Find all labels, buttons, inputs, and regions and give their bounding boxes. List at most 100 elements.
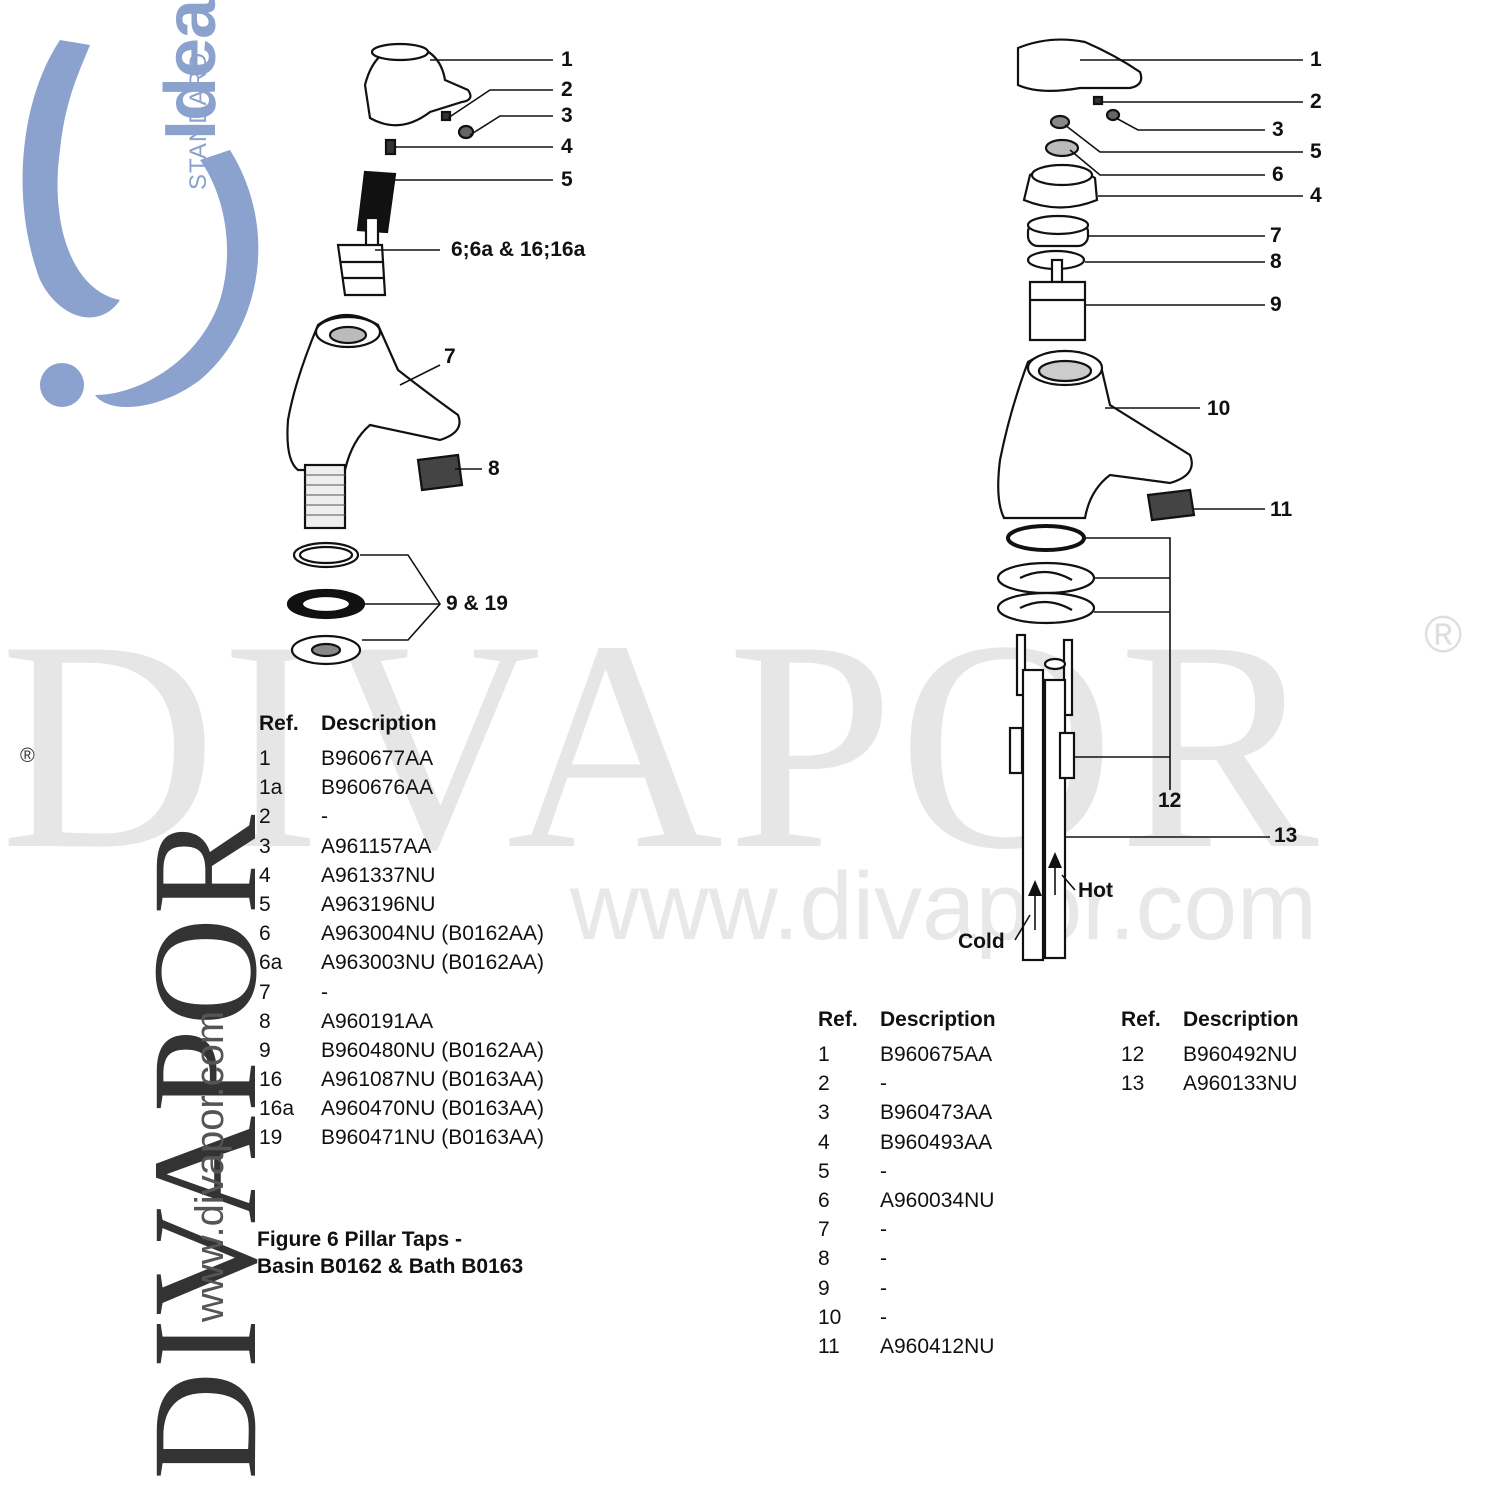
ideal-standard-logo-mark [22, 40, 259, 407]
row-ref: 6a [259, 951, 283, 975]
row-description: - [880, 1305, 887, 1329]
row-description: A960133NU [1183, 1072, 1298, 1096]
row-ref: 9 [818, 1276, 830, 1300]
row-description: - [880, 1218, 887, 1242]
table-row: 16a A960470NU (B0163AA) [259, 1097, 544, 1126]
left-callout-3: 3 [561, 104, 573, 127]
table-row: 4 A961337NU [259, 864, 544, 893]
header-ref: Ref. [1121, 1008, 1161, 1031]
caption-line-2: Basin B0162 & Bath B0163 [257, 1255, 524, 1278]
row-ref: 10 [818, 1305, 842, 1329]
table-row: 1a B960676AA [259, 776, 544, 805]
table-row: 8- [818, 1247, 996, 1276]
row-description: B960676AA [321, 776, 434, 800]
right-callout-5: 5 [1310, 140, 1322, 163]
row-ref: 1a [259, 776, 283, 800]
caption-line-1: Figure 6 Pillar Taps - [257, 1228, 462, 1251]
row-description: A960470NU (B0163AA) [321, 1097, 544, 1121]
row-description: B960493AA [880, 1130, 993, 1154]
header-ref: Ref. [818, 1008, 858, 1031]
row-description: A963196NU [321, 892, 436, 916]
header-description: Description [1183, 1008, 1299, 1031]
row-description: B960675AA [880, 1043, 993, 1066]
row-ref: 4 [259, 863, 271, 887]
row-ref: 1 [818, 1043, 830, 1066]
row-description: A961337NU [321, 863, 436, 887]
left-callout-1: 1 [561, 48, 573, 71]
watermark-brand: DIVAPOR [0, 579, 1323, 911]
table-row: 10 - [818, 1306, 996, 1335]
row-description: - [321, 980, 328, 1004]
row-description: A960412NU [880, 1334, 995, 1358]
row-description: B960473AA [880, 1101, 993, 1125]
right-callout-7: 7 [1270, 224, 1282, 247]
row-description: A960191AA [321, 1009, 434, 1033]
row-ref: 5 [818, 1159, 830, 1183]
table-header: Ref. Description [1121, 1008, 1299, 1043]
table-row: 6 A963004NU (B0162AA) [259, 922, 544, 951]
row-description: - [880, 1072, 887, 1096]
row-description: B960480NU (B0162AA) [321, 1038, 544, 1062]
table-row: 5 A963196NU [259, 893, 544, 922]
right-callout-13: 13 [1274, 824, 1298, 847]
table-row: 2- [259, 805, 544, 834]
table-row: 12 B960492NU [1121, 1043, 1299, 1072]
left-callout-7: 7 [444, 345, 456, 368]
row-ref: 5 [259, 892, 271, 916]
right-callout-12: 12 [1158, 789, 1182, 812]
row-ref: 11 [818, 1334, 840, 1358]
row-description: - [880, 1276, 887, 1300]
row-ref: 3 [818, 1101, 830, 1125]
figure-caption: Figure 6 Pillar Taps - Basin B0162 & Bat… [257, 1226, 523, 1280]
right-callout-1: 1 [1310, 48, 1322, 71]
right-callout-9: 9 [1270, 293, 1282, 316]
row-ref: 12 [1121, 1043, 1145, 1066]
left-callout-2: 2 [561, 78, 573, 101]
table-row: 7- [259, 981, 544, 1010]
sidebar-registered-mark: ® [20, 745, 35, 767]
row-description: B960492NU [1183, 1043, 1298, 1066]
row-ref: 3 [259, 834, 271, 858]
row-ref: 6 [259, 922, 271, 946]
row-ref: 16a [259, 1097, 295, 1121]
table-row: 11 A960412NU [818, 1335, 996, 1364]
right-callout-hot: Hot [1078, 879, 1113, 902]
right-callout-4: 4 [1310, 184, 1322, 207]
row-description: B960677AA [321, 747, 434, 770]
table-header: Ref. Description [259, 712, 544, 747]
table-header: Ref.Description [818, 1008, 996, 1043]
header-ref: Ref. [259, 712, 299, 735]
right-callout-11: 11 [1270, 498, 1293, 521]
row-description: - [321, 805, 328, 829]
table-row: 7- [818, 1218, 996, 1247]
row-description: A961087NU (B0163AA) [321, 1068, 544, 1092]
right-callout-3: 3 [1272, 118, 1284, 141]
row-ref: 6 [818, 1188, 830, 1212]
row-description: A960034NU [880, 1188, 995, 1212]
right-callout-10: 10 [1207, 397, 1231, 420]
watermark-url: www.divapor.com [570, 853, 1317, 960]
right-callout-cold: Cold [958, 930, 1005, 953]
table-row: 3 B960473AA [818, 1101, 996, 1130]
row-description: - [880, 1159, 887, 1183]
left-callout-4: 4 [561, 135, 573, 158]
row-ref: 2 [259, 805, 271, 829]
left-callout-6: 6;6a & 16;16a [451, 238, 586, 261]
header-description: Description [321, 712, 437, 735]
right-callout-6: 6 [1272, 163, 1284, 186]
right-callout-2: 2 [1310, 90, 1322, 113]
row-description: A963004NU (B0162AA) [321, 922, 544, 946]
row-ref: 8 [818, 1247, 830, 1271]
table-row: 2- [818, 1072, 996, 1101]
row-ref: 7 [818, 1218, 830, 1242]
table-row: 1 B960675AA [818, 1043, 996, 1072]
